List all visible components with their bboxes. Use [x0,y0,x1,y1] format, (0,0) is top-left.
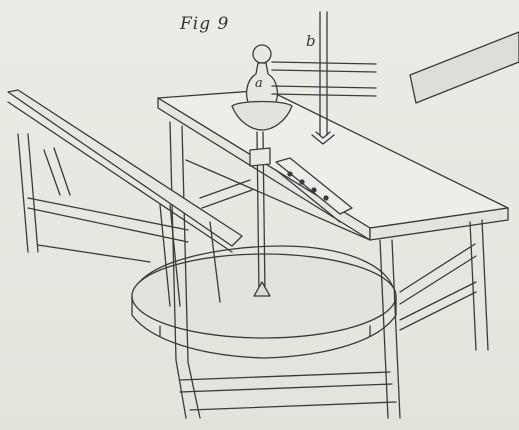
inclined-plane [7,89,243,307]
pointer-frame-b [271,11,377,145]
figure-title: Fig 9 [180,14,230,34]
label-a: a [255,76,263,91]
label-b: b [306,32,316,50]
scale-bar [275,157,353,223]
cross-braces [185,159,477,331]
right-board [409,31,519,104]
central-rod [249,131,271,297]
front-leg-right [379,239,401,419]
back-leg-right [469,219,489,351]
bottom-frame [179,371,397,411]
bell-weight-a [231,44,293,131]
